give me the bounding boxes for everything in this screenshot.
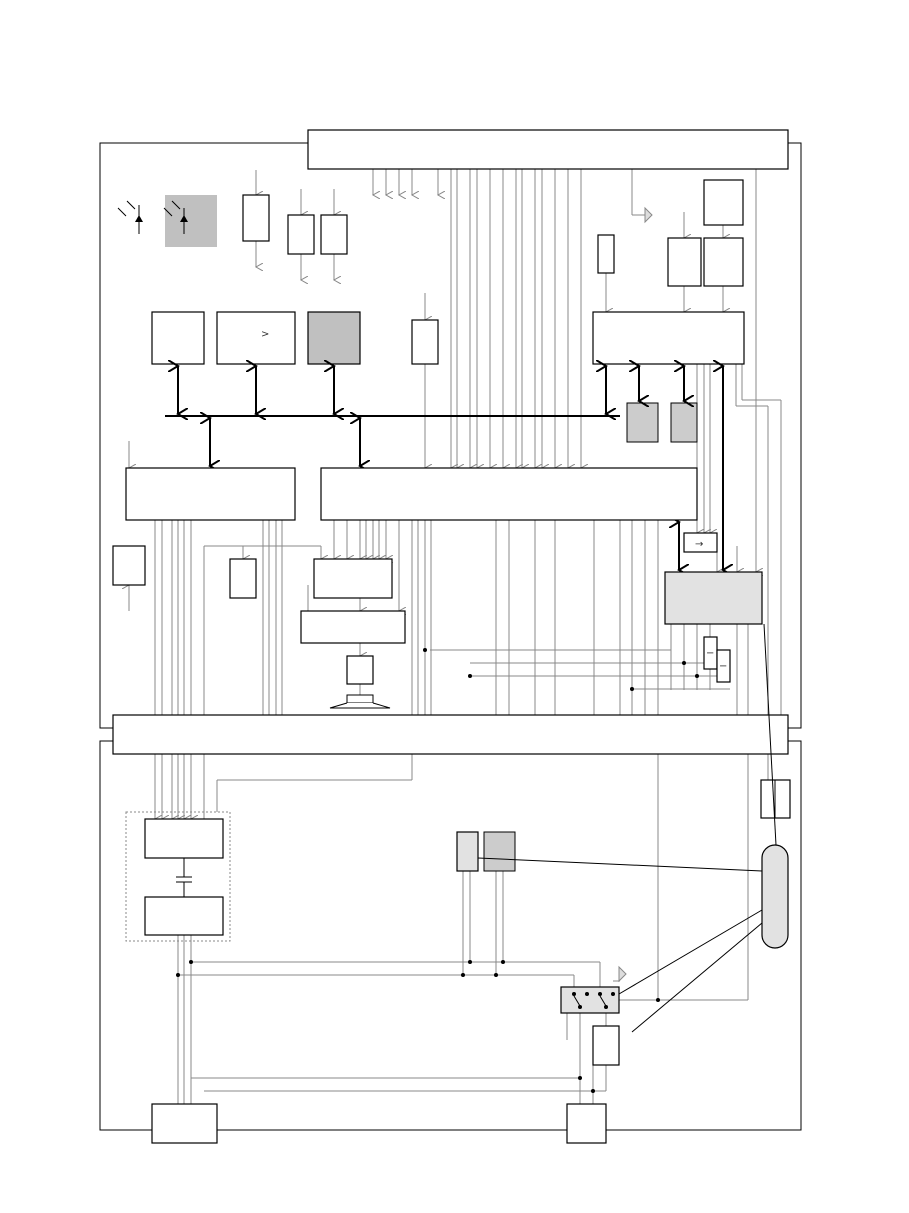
driver-block xyxy=(346,655,374,685)
block-j xyxy=(229,558,257,599)
bus-arrows xyxy=(178,366,723,570)
interface-block xyxy=(664,571,763,625)
isolator-top-block xyxy=(144,818,224,859)
photodiode-2-block xyxy=(165,195,217,247)
arrow-box-symbol: → xyxy=(695,539,703,550)
junction-dot xyxy=(468,960,472,964)
cable-capsule xyxy=(761,844,789,949)
middle-connector-bar xyxy=(112,714,789,755)
main-processor-block xyxy=(320,467,698,521)
buffer-triangle-icon xyxy=(644,206,653,224)
block-c xyxy=(320,214,348,255)
block-gray-1 xyxy=(307,311,361,365)
buffer-triangle-2-icon xyxy=(618,965,627,983)
sensor-block-light xyxy=(456,831,479,872)
block-e xyxy=(703,179,744,226)
junction-dot xyxy=(682,661,686,665)
block-memory-1 xyxy=(151,311,205,365)
sensor-block-gray xyxy=(483,831,516,872)
signal-wires xyxy=(129,169,782,1104)
capacitor-icon xyxy=(176,858,192,897)
junction-dot xyxy=(630,687,634,691)
isolation-group xyxy=(125,811,231,942)
block-a xyxy=(242,194,270,242)
power-connector-left xyxy=(151,1103,218,1144)
junction-dot xyxy=(461,973,465,977)
cpu-block xyxy=(125,467,296,521)
block-f xyxy=(667,237,702,287)
minus-box-2-symbol: − xyxy=(719,661,727,672)
audio-block xyxy=(313,558,393,599)
switch-icons xyxy=(572,992,615,1009)
arrow-box xyxy=(683,532,718,553)
block-b xyxy=(287,214,315,255)
speaker-icon xyxy=(329,694,391,709)
block-k xyxy=(592,1025,620,1066)
junction-dot xyxy=(695,674,699,678)
cable-lines xyxy=(477,623,777,1033)
comparator-block xyxy=(216,311,296,365)
block-gray-2 xyxy=(626,402,659,443)
photodiode-1-icon xyxy=(117,200,143,234)
junction-dot xyxy=(494,973,498,977)
block-g xyxy=(703,237,744,287)
junction-dot xyxy=(468,674,472,678)
block-gray-3 xyxy=(670,402,698,443)
comparator-symbol: > xyxy=(261,329,269,340)
junction-dot xyxy=(176,973,180,977)
controller-block xyxy=(592,311,745,365)
junction-dot xyxy=(656,998,660,1002)
junction-dot xyxy=(189,960,193,964)
junction-dot xyxy=(501,960,505,964)
amplifier-block xyxy=(300,610,406,644)
isolator-bottom-block xyxy=(144,896,224,936)
top-connector-bar xyxy=(307,129,789,170)
junction-dots xyxy=(176,648,699,1093)
junction-dot xyxy=(591,1089,595,1093)
block-i xyxy=(112,545,146,586)
minus-box-1-symbol: − xyxy=(706,648,714,659)
block-d xyxy=(597,234,615,274)
switch-block xyxy=(560,986,620,1014)
junction-dot xyxy=(578,1076,582,1080)
power-connector-right xyxy=(566,1103,607,1144)
block-h xyxy=(411,319,439,365)
photodiode-2-icon xyxy=(163,200,188,234)
minus-box-2 xyxy=(716,649,731,683)
junction-dot xyxy=(423,648,427,652)
